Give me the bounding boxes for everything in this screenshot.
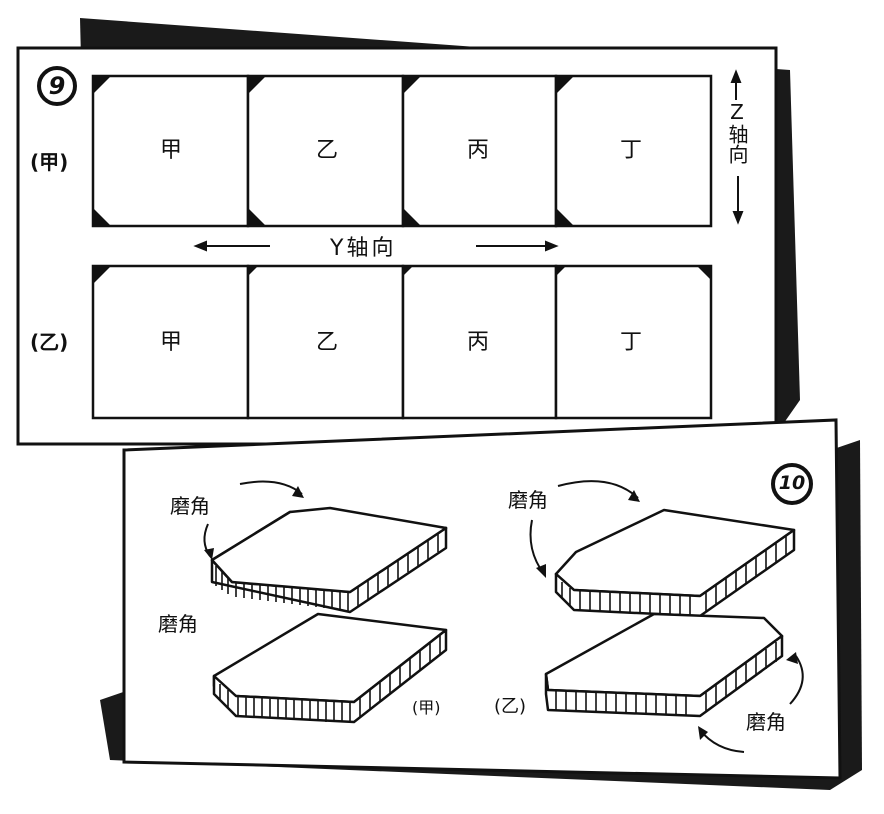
fig10-corner-label-4: 磨角	[746, 710, 786, 734]
plate-jia-upper-edge	[215, 533, 439, 611]
plate-jia-lower	[212, 612, 448, 724]
fig10-corner-label-1: 磨角	[170, 494, 210, 518]
fig9-y-axis-label: Y轴向	[330, 236, 397, 261]
fig9-z-axis-arrows	[730, 69, 744, 225]
fig10-number-circle	[771, 463, 813, 505]
fig9-z-axis-label: Z轴向	[725, 100, 749, 164]
fig9-row-yi-corners	[93, 266, 711, 284]
fig10-corner-label-3: 磨角	[508, 488, 548, 512]
fig9-number: 9	[48, 72, 66, 100]
fig9-cell-jia-2: 乙	[316, 138, 339, 163]
fig9-cell-yi-4: 丁	[620, 330, 643, 355]
fig9-row-label-yi: (乙)	[30, 330, 69, 354]
fig9-row-yi	[91, 264, 713, 420]
fig10-card	[122, 418, 842, 780]
fig9-row-jia	[91, 74, 713, 228]
fig10-caption-right: (乙)	[494, 696, 527, 717]
fig10-corner-label-2: 磨角	[158, 612, 198, 636]
plate-yi-lower-edge	[555, 642, 777, 716]
plate-jia-upper	[210, 506, 448, 614]
plate-jia-lower-edge	[219, 634, 441, 722]
fig9-cell-jia-4: 丁	[620, 138, 643, 163]
plate-yi-lower	[544, 612, 784, 718]
plate-yi-upper-edge	[561, 536, 787, 616]
fig10-number: 10	[778, 472, 806, 494]
fig10-caption-left: (甲)	[412, 698, 441, 717]
fig9-cell-yi-1: 甲	[160, 330, 183, 355]
fig9-row-label-jia: (甲)	[30, 150, 69, 174]
fig9-y-axis-arrows	[193, 240, 559, 252]
fig9-cell-jia-1: 甲	[160, 138, 183, 163]
fig9-cell-yi-3: 丙	[467, 330, 490, 355]
fig9-row-jia-corners	[93, 76, 574, 226]
fig10-arrowheads	[204, 486, 798, 740]
fig9-cell-yi-2: 乙	[316, 330, 339, 355]
fig9-number-circle	[37, 66, 77, 106]
fig9-cell-jia-3: 丙	[467, 138, 490, 163]
